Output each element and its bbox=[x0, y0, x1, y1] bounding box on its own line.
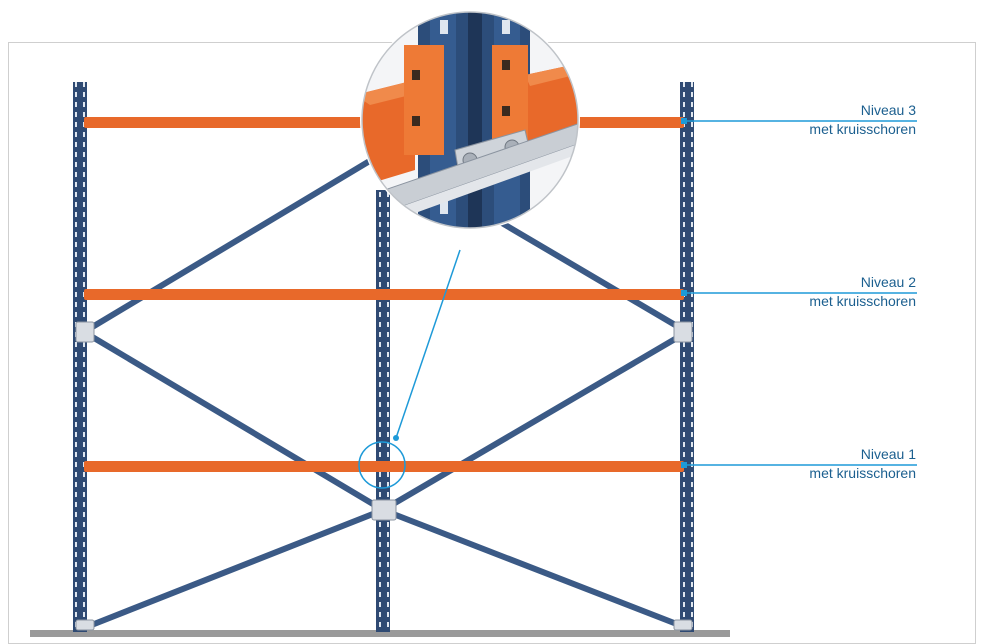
uprights bbox=[73, 82, 694, 632]
detail-leader-line bbox=[395, 249, 461, 439]
upright-left bbox=[73, 82, 87, 632]
label-level-2-subtitle: met kruisschoren bbox=[809, 293, 916, 309]
cross-bracing bbox=[81, 150, 690, 631]
beam-level-2 bbox=[84, 289, 684, 300]
label-level-1: Niveau 1 met kruisschoren bbox=[809, 445, 916, 483]
upright-right bbox=[680, 82, 694, 632]
beam-level-1 bbox=[84, 461, 684, 472]
label-level-3: Niveau 3 met kruisschoren bbox=[809, 101, 916, 139]
label-level-1-subtitle: met kruisschoren bbox=[809, 465, 916, 481]
label-level-2: Niveau 2 met kruisschoren bbox=[809, 273, 916, 311]
label-level-3-title: Niveau 3 bbox=[860, 102, 916, 118]
zoom-detail bbox=[360, 10, 580, 230]
upright-middle bbox=[376, 190, 390, 632]
label-level-1-title: Niveau 1 bbox=[860, 446, 916, 462]
brace-connectors bbox=[75, 321, 693, 631]
floor bbox=[30, 630, 730, 637]
label-level-3-subtitle: met kruisschoren bbox=[809, 121, 916, 137]
callout-lines bbox=[687, 120, 917, 466]
label-level-2-title: Niveau 2 bbox=[860, 274, 916, 290]
detail-marker-circle bbox=[358, 441, 406, 489]
